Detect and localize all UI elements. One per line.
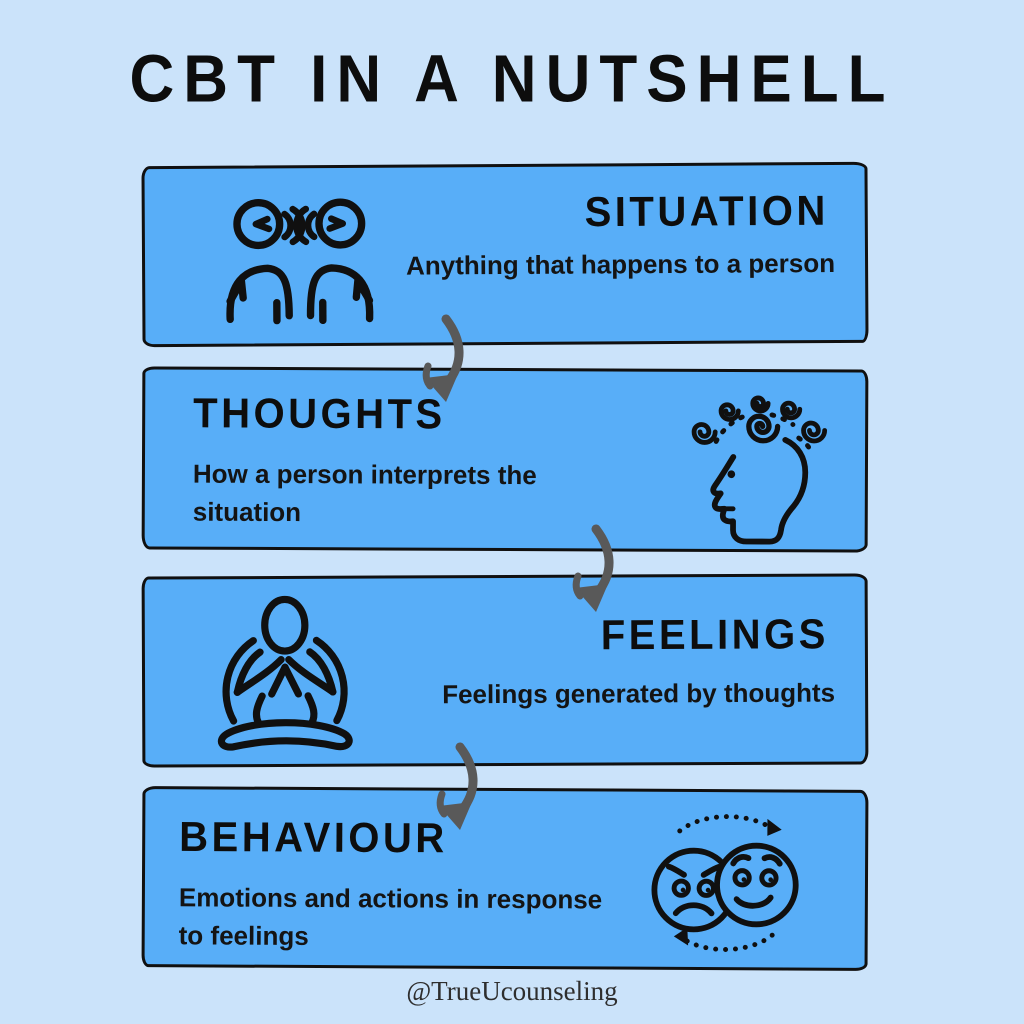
feelings-description: Feelings generated by thoughts (442, 677, 836, 710)
thoughts-box: THOUGHTS How a person interprets the sit… (141, 366, 869, 553)
behaviour-description: Emotions and actions in response to feel… (178, 882, 603, 951)
thoughts-heading: THOUGHTS (193, 390, 446, 438)
situation-box: SITUATION Anything that happens to a per… (141, 161, 869, 348)
mood-faces-icon (633, 806, 820, 959)
feelings-heading: FEELINGS (600, 611, 829, 659)
flow-arrow-3-icon (430, 742, 488, 834)
flow-arrow-1-icon (416, 314, 474, 406)
thoughts-description: How a person interprets the situation (192, 458, 537, 527)
thinking-head-icon (681, 384, 850, 553)
people-talking-icon (197, 192, 403, 325)
flow-arrow-2-icon (566, 524, 624, 616)
page-title: CBT IN A NUTSHELL (129, 42, 895, 117)
behaviour-box: BEHAVIOUR Emotions and actions in respon… (141, 786, 869, 971)
situation-heading: SITUATION (584, 187, 829, 236)
feelings-box: FEELINGS Feelings generated by thoughts (141, 573, 869, 768)
meditation-icon (199, 587, 372, 762)
behaviour-heading: BEHAVIOUR (179, 814, 448, 862)
social-handle: @TrueUcounseling (406, 976, 618, 1006)
situation-description: Anything that happens to a person (405, 247, 836, 281)
